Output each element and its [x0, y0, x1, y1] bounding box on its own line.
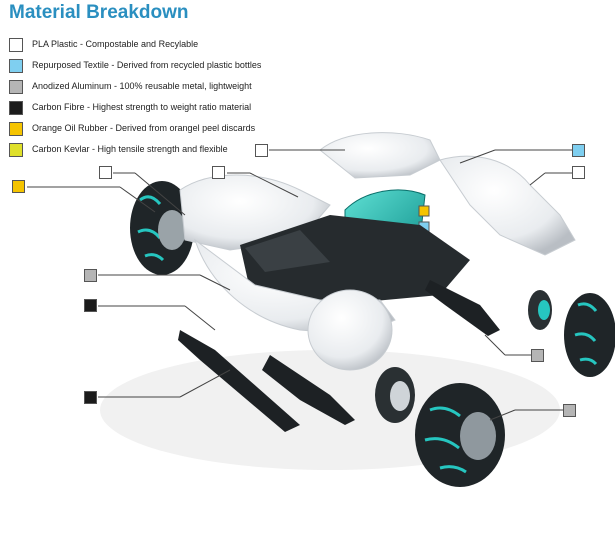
side-wing-panel	[439, 155, 576, 256]
diagram-title: Material Breakdown	[9, 2, 189, 23]
callout-swatch-aluminum	[563, 404, 576, 417]
callout-swatch-carbon-fibre	[84, 299, 97, 312]
callout-swatch-textile	[572, 144, 585, 157]
callout-swatch-carbon-fibre	[84, 391, 97, 404]
callout-swatch-aluminum	[531, 349, 544, 362]
rear-right-wheel-exploded	[564, 293, 615, 377]
leader-lines	[27, 149, 573, 421]
front-wing-blade	[178, 330, 300, 432]
suspension-arm	[262, 355, 355, 425]
battery-pack	[245, 230, 330, 272]
legend-swatch	[9, 80, 23, 94]
front-hub	[375, 367, 415, 423]
front-fender	[307, 289, 393, 371]
callout-swatch-pla	[572, 166, 585, 179]
legend-swatch	[9, 143, 23, 157]
legend-label: Anodized Aluminum - 100% reusable metal,…	[32, 81, 252, 91]
legend-swatch	[9, 122, 23, 136]
rear-left-wheel	[130, 181, 194, 275]
rear-right-hub	[528, 290, 552, 330]
legend-label: Carbon Kevlar - High tensile strength an…	[32, 144, 228, 154]
callout-swatch-pla	[212, 166, 225, 179]
seat-rubber-marker	[418, 205, 430, 217]
legend-label: Carbon Fibre - Highest strength to weigh…	[32, 102, 252, 112]
legend-swatch	[9, 38, 23, 52]
callout-swatch-orange-rubber	[12, 180, 25, 193]
callout-swatch-pla	[255, 144, 268, 157]
legend-swatch	[9, 59, 23, 73]
rear-suspension-arm	[425, 280, 500, 336]
legend-label: Repurposed Textile - Derived from recycl…	[32, 60, 262, 70]
legend-label: PLA Plastic - Compostable and Recylable	[32, 39, 199, 49]
callout-swatch-aluminum	[84, 269, 97, 282]
legend-swatch	[9, 101, 23, 115]
legend-label: Orange Oil Rubber - Derived from orangel…	[32, 123, 256, 133]
front-wheel-exploded	[415, 383, 505, 487]
roll-hoop-panel	[319, 132, 441, 179]
callout-swatch-pla	[99, 166, 112, 179]
